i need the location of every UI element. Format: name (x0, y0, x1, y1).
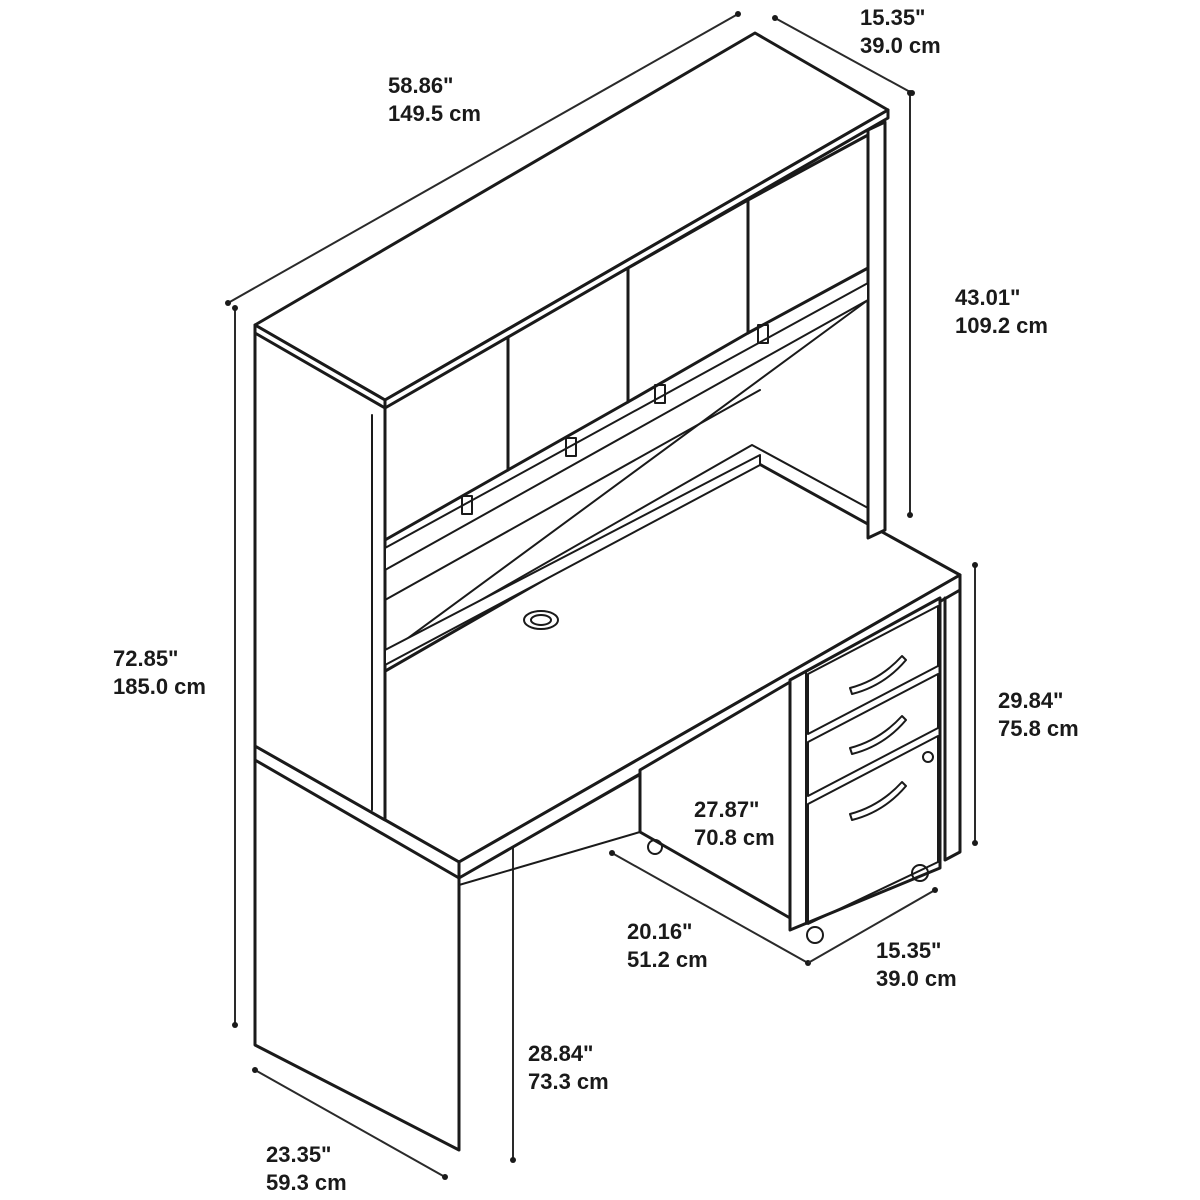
hutch-left-panel (253, 328, 387, 822)
caster-right (911, 864, 929, 882)
pedestal-depth-label: 20.16" 51.2 cm (627, 918, 708, 974)
knee-clearance-imperial: 28.84" (528, 1041, 594, 1066)
drawer-handle-2 (849, 715, 907, 755)
drawer-handle-3 (849, 781, 907, 821)
hutch-shelf (384, 282, 869, 571)
desk-depth-label: 23.35" 59.3 cm (266, 1141, 347, 1197)
hutch-width-metric: 149.5 cm (388, 101, 481, 126)
pedestal-height-imperial: 29.84" (998, 688, 1064, 713)
pedestal-inner-height-imperial: 27.87" (694, 797, 760, 822)
hutch-door-4 (746, 133, 870, 335)
hutch-depth-metric: 39.0 cm (860, 33, 941, 58)
pedestal-depth-metric: 51.2 cm (627, 947, 708, 972)
pedestal-width-metric: 39.0 cm (876, 966, 957, 991)
pedestal-front (788, 596, 942, 932)
drawer-3 (807, 735, 939, 925)
lock-icon (922, 751, 934, 763)
overall-height-metric: 185.0 cm (113, 674, 206, 699)
knee-clearance-label: 28.84" 73.3 cm (528, 1040, 609, 1096)
dimension-lines (225, 11, 978, 1180)
hutch-height-label: 43.01" 109.2 cm (955, 284, 1048, 340)
hutch (253, 31, 890, 822)
caster-front (806, 926, 824, 944)
mobile-pedestal (638, 596, 942, 944)
desk-depth-imperial: 23.35" (266, 1142, 332, 1167)
caster-back (647, 839, 663, 855)
pedestal-depth-dimension-line (611, 852, 809, 964)
hutch-width-label: 58.86" 149.5 cm (388, 72, 481, 128)
pedestal-width-dimension-line (807, 889, 936, 964)
hutch-depth-dimension-line (774, 17, 913, 94)
hutch-right-panel (866, 120, 887, 540)
pedestal-inner-height-label: 27.87" 70.8 cm (694, 796, 775, 852)
drawer-1 (807, 605, 939, 735)
hutch-depth-label: 15.35" 39.0 cm (860, 4, 941, 60)
desk-right-leg (943, 588, 962, 862)
drawer-2 (807, 673, 939, 797)
knee-clearance-metric: 73.3 cm (528, 1069, 609, 1094)
hutch-height-metric: 109.2 cm (955, 313, 1048, 338)
hutch-width-imperial: 58.86" (388, 73, 454, 98)
desk-depth-metric: 59.3 cm (266, 1170, 347, 1195)
hutch-depth-imperial: 15.35" (860, 5, 926, 30)
pedestal-height-metric: 75.8 cm (998, 716, 1079, 741)
hutch-height-imperial: 43.01" (955, 285, 1021, 310)
pedestal-inner-height-metric: 70.8 cm (694, 825, 775, 850)
hutch-width-dimension-line (227, 13, 739, 304)
overall-height-label: 72.85" 185.0 cm (113, 645, 206, 701)
pedestal-depth-imperial: 20.16" (627, 919, 693, 944)
pedestal-height-label: 29.84" 75.8 cm (998, 687, 1079, 743)
task-light-rail (384, 454, 761, 666)
grommet (523, 610, 559, 630)
pedestal-width-label: 15.35" 39.0 cm (876, 937, 957, 993)
pedestal-width-imperial: 15.35" (876, 938, 942, 963)
desk (253, 458, 962, 1152)
desk-depth-dimension-line (254, 1069, 446, 1178)
overall-height-imperial: 72.85" (113, 646, 179, 671)
drawer-handle-1 (849, 655, 907, 695)
